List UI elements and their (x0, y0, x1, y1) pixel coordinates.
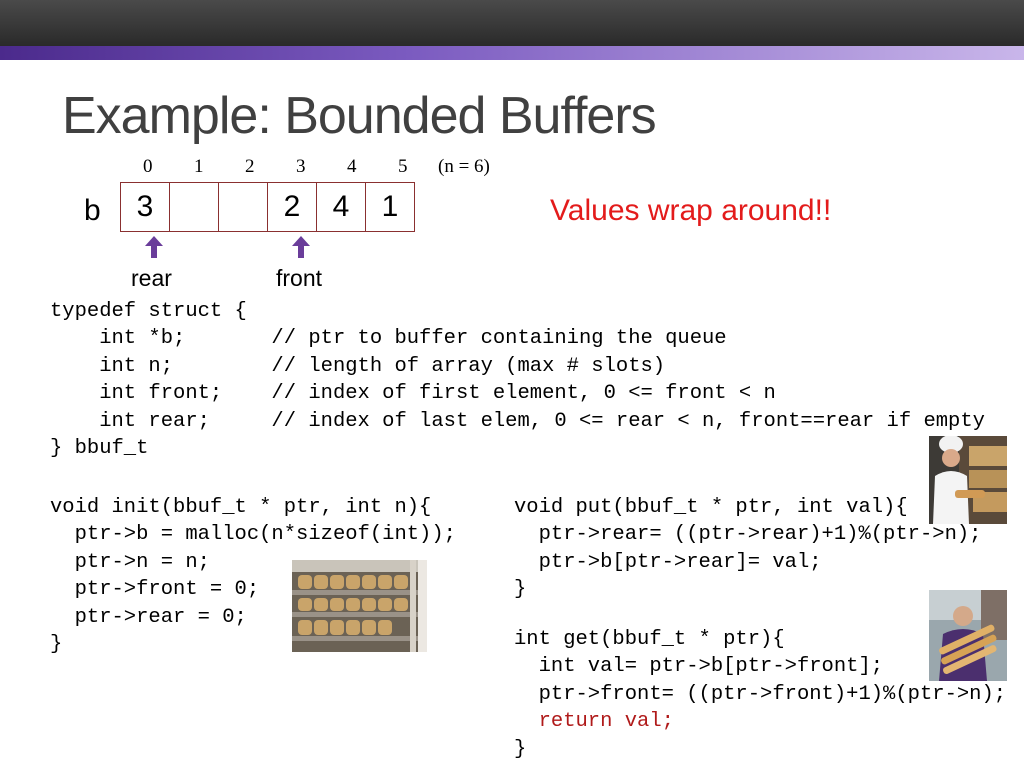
index-label-5: 5 (398, 156, 408, 177)
code-line: typedef struct { (50, 300, 247, 323)
code-line: } (514, 578, 527, 602)
code-line: int rear; // index of last elem, 0 <= re… (50, 409, 985, 433)
index-label-2: 2 (245, 156, 255, 177)
front-label: front (276, 265, 323, 291)
code-line: int *b; // ptr to buffer containing the … (50, 327, 727, 351)
index-label-4: 4 (347, 156, 357, 177)
baguette-photo (929, 590, 1007, 681)
array-label: b (84, 194, 101, 227)
code-line: int get(bbuf_t * ptr){ (514, 628, 785, 651)
code-line: int n; // length of array (max # slots) (50, 354, 666, 378)
index-label-0: 0 (143, 156, 153, 177)
code-line: ptr->b = malloc(n*sizeof(int)); (50, 523, 456, 547)
code-line: int front; // index of first element, 0 … (50, 382, 776, 406)
rear-label: rear (131, 265, 172, 291)
slide-title: Example: Bounded Buffers (62, 87, 657, 145)
get-code-block: int get(bbuf_t * ptr){ int val= ptr->b[p… (514, 626, 1006, 763)
bread-shelf-photo (292, 560, 427, 652)
buffer-array: 3 2 4 1 (120, 182, 415, 232)
code-line: ptr->front = 0; (50, 578, 260, 602)
code-line: } (50, 633, 63, 657)
top-bar (0, 0, 1024, 46)
rear-pointer-arrow-icon (145, 236, 163, 258)
index-label-1: 1 (194, 156, 204, 177)
put-code-block: void put(bbuf_t * ptr, int val){ ptr->re… (514, 494, 981, 604)
code-line: ptr->rear= ((ptr->rear)+1)%(ptr->n); (514, 523, 982, 547)
code-line: void init(bbuf_t * ptr, int n){ (50, 496, 432, 519)
init-code-block: void init(bbuf_t * ptr, int n){ ptr->b =… (50, 494, 456, 658)
accent-bar (0, 46, 1024, 60)
code-line: void put(bbuf_t * ptr, int val){ (514, 496, 908, 519)
array-cell-4: 4 (316, 182, 366, 232)
code-line: ptr->b[ptr->rear]= val; (514, 550, 822, 574)
code-line: ptr->n = n; (50, 550, 210, 574)
array-cell-5: 1 (365, 182, 415, 232)
code-line: int val= ptr->b[ptr->front]; (514, 655, 884, 679)
wrap-around-note: Values wrap around!! (550, 194, 832, 227)
code-line: return val; (514, 710, 674, 734)
struct-code-block: typedef struct { int *b; // ptr to buffe… (50, 298, 985, 462)
array-cell-0: 3 (120, 182, 170, 232)
array-cell-2 (218, 182, 268, 232)
chef-photo (929, 436, 1007, 524)
code-line: ptr->rear = 0; (50, 605, 247, 629)
array-size-note: (n = 6) (438, 156, 490, 177)
code-line: ptr->front= ((ptr->front)+1)%(ptr->n); (514, 682, 1007, 706)
index-label-3: 3 (296, 156, 306, 177)
front-pointer-arrow-icon (292, 236, 310, 258)
code-line: } (514, 737, 527, 761)
code-line: } bbuf_t (50, 437, 149, 461)
array-cell-3: 2 (267, 182, 317, 232)
array-cell-1 (169, 182, 219, 232)
